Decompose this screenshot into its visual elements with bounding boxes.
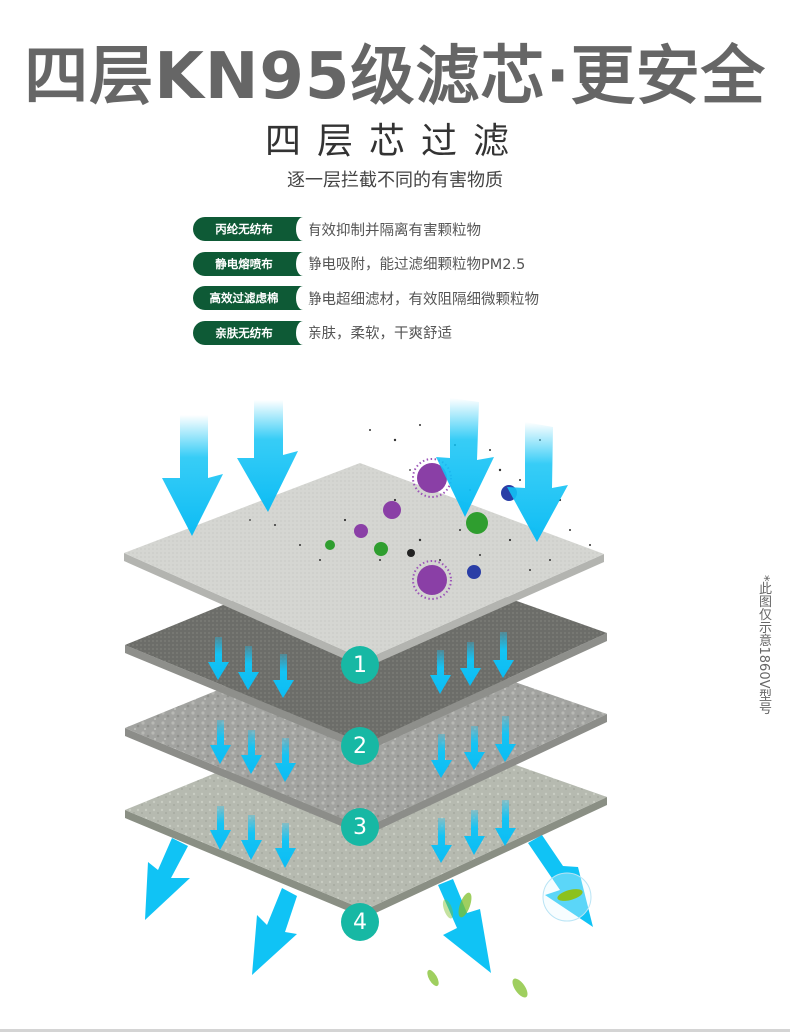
leaves: [427, 892, 528, 998]
virus-particles: [325, 458, 517, 600]
layer-number-badge: 3: [341, 808, 379, 846]
bubble-leaf: [542, 872, 592, 922]
layer-number-badge: 4: [341, 903, 379, 941]
feature-row: 亲肤无纺布 亲肤，柔软，干爽舒适: [193, 320, 593, 346]
outgoing-air-arrows: [145, 835, 593, 975]
feature-description: 有效抑制并隔离有害颗粒物: [307, 222, 481, 239]
illustration-note: *此图仅示意1860V型号: [756, 575, 771, 715]
layer-1: [124, 463, 604, 668]
feature-label-pill: 静电熔喷布: [193, 251, 310, 276]
layer-number-badge: 1: [341, 646, 379, 684]
layer-number-badge: 2: [341, 727, 379, 765]
feature-description: 静电吸附，能过滤细颗粒物PM2.5: [307, 257, 526, 273]
main-title: 四层KN95级滤芯·更安全: [24, 40, 766, 114]
feature-label-pill: 高效过滤虑棉: [193, 286, 310, 310]
incoming-air-arrows: [162, 398, 568, 542]
feature-label: 高效过滤虑棉: [209, 291, 279, 305]
feature-label-pill: 丙纶无纺布: [193, 217, 310, 241]
feature-description: 亲肤，柔软，干爽舒适: [307, 326, 452, 342]
bottom-divider: [0, 1029, 790, 1032]
feature-row: 静电熔喷布 静电吸附，能过滤细颗粒物PM2.5: [193, 251, 593, 277]
feature-label: 静电熔喷布: [215, 256, 273, 271]
feature-label: 亲肤无纺布: [215, 325, 273, 340]
flow-arrows: [208, 632, 516, 868]
tagline: 逐一层拦截不同的有害物质: [287, 170, 503, 191]
feature-description: 静电超细滤材，有效阻隔细微颗粒物: [307, 291, 539, 308]
subtitle: 四层芯过滤: [264, 121, 525, 162]
feature-list: 丙纶无纺布 有效抑制并隔离有害颗粒物 静电熔喷布 静电吸附，能过滤细颗粒物PM2…: [193, 216, 593, 354]
feature-row: 丙纶无纺布 有效抑制并隔离有害颗粒物: [193, 216, 593, 242]
feature-label-pill: 亲肤无纺布: [193, 320, 310, 345]
feature-row: 高效过滤虑棉 静电超细滤材，有效阻隔细微颗粒物: [193, 285, 593, 311]
feature-label: 丙纶无纺布: [215, 222, 273, 236]
